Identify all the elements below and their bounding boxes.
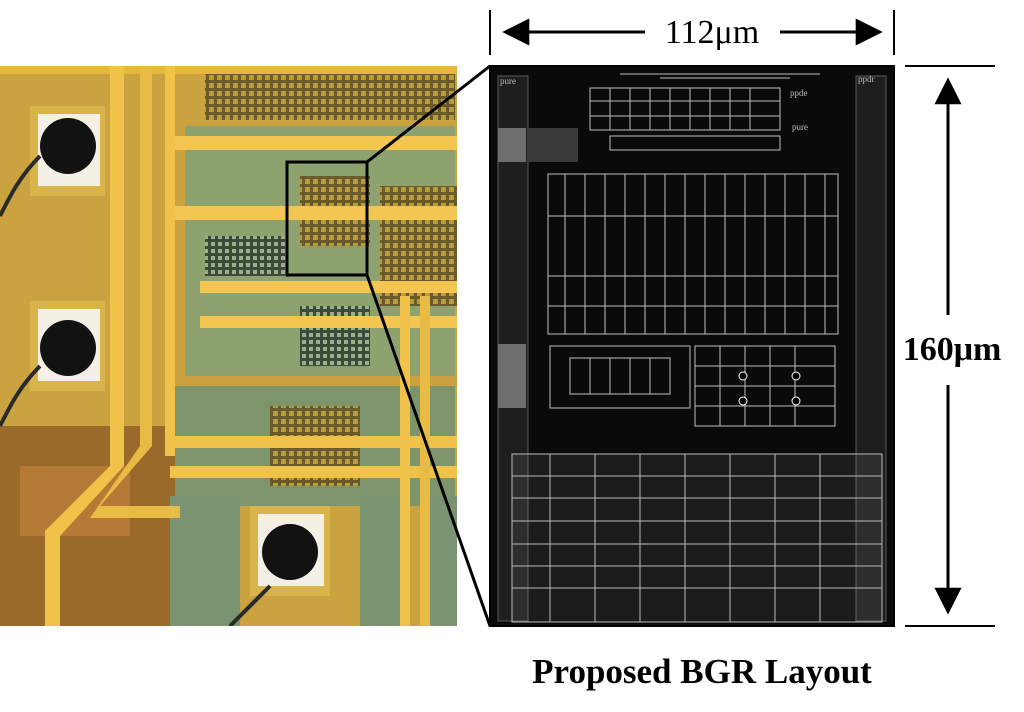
pad-label-center: pure: [792, 122, 808, 132]
figure-caption-wrap: Proposed BGR Layout: [0, 652, 1024, 692]
pad-label-right: ppdr: [858, 74, 875, 84]
height-dimension-label: 160μm: [903, 331, 1002, 368]
pad-label-right-2: ppde: [790, 88, 808, 98]
bgr-layout-view: pure ppdr ppde pure: [490, 66, 894, 626]
width-dimension-label: 112μm: [665, 14, 759, 51]
die-micrograph: [0, 66, 457, 626]
figure-caption: Proposed BGR Layout: [532, 652, 872, 691]
pad-label-left: pure: [500, 76, 516, 86]
